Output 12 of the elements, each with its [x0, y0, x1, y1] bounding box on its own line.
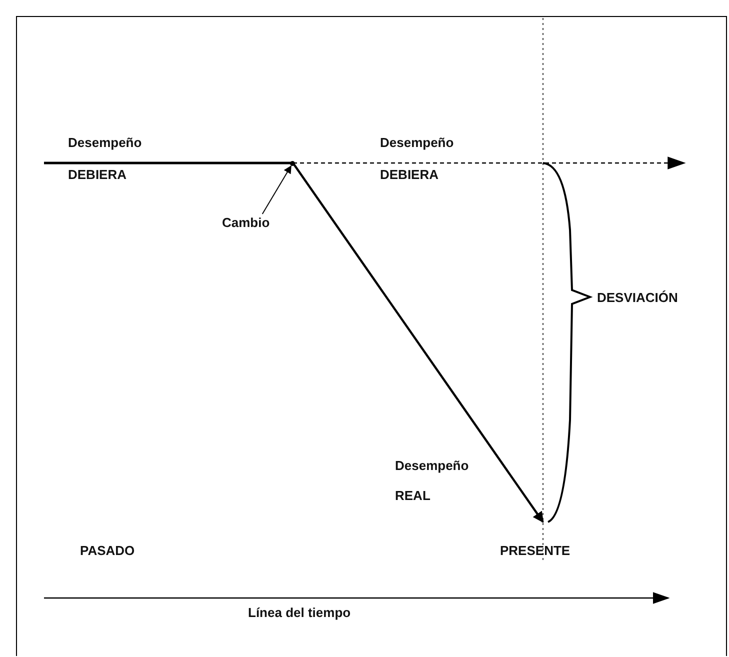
time-label: PRESENTE: [500, 542, 570, 560]
leader-line: [262, 165, 292, 214]
change-point: [290, 161, 295, 166]
line-label: Desempeño: [68, 134, 142, 152]
line-label: DEBIERA: [380, 166, 439, 184]
change-label: Cambio: [222, 214, 270, 232]
line-label: DEBIERA: [68, 166, 127, 184]
time-label: PASADO: [80, 542, 135, 560]
axis-label: Línea del tiempo: [248, 604, 351, 622]
line-label: Desempeño: [380, 134, 454, 152]
deviation-label: DESVIACIÓN: [597, 289, 678, 307]
line-label: Desempeño REAL: [395, 457, 470, 505]
